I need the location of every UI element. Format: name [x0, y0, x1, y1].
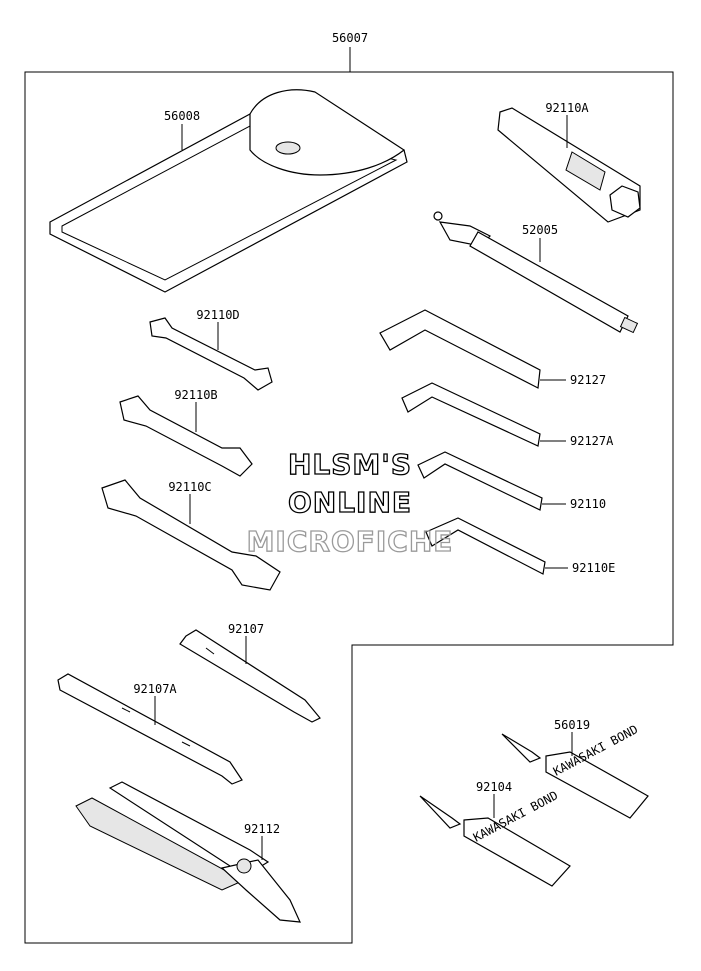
- screwdriver-92107A: [57, 673, 243, 785]
- watermark-line3: MICROFICHE: [247, 525, 454, 558]
- label-92104[interactable]: 92104: [476, 780, 512, 794]
- label-92127[interactable]: 92127: [570, 373, 606, 387]
- open-end-wrench-92110C: [101, 479, 281, 591]
- hex-key-92110E: [425, 517, 546, 575]
- hex-key-92110: [417, 451, 543, 511]
- label-92110E[interactable]: 92110E: [572, 561, 615, 575]
- label-92107[interactable]: 92107: [228, 622, 264, 636]
- label-92110C[interactable]: 92110C: [168, 480, 211, 494]
- hex-key-92127: [379, 309, 541, 389]
- label-92110A[interactable]: 92110A: [545, 101, 589, 115]
- watermark-line2: ONLINE: [288, 486, 412, 519]
- bond-tube-92104: KAWASAKI BOND: [419, 788, 571, 887]
- label-92110D[interactable]: 92110D: [196, 308, 239, 322]
- hex-key-92127A: [401, 382, 541, 447]
- box-wrench: [497, 107, 641, 223]
- assembly-frame: [24, 71, 674, 944]
- watermark-line1: HLSM'S: [288, 448, 412, 481]
- open-end-wrench-92110D: [149, 317, 273, 391]
- spark-plug-handle: [433, 211, 639, 334]
- open-end-wrench-92110B: [119, 395, 253, 477]
- label-92107A[interactable]: 92107A: [133, 682, 177, 696]
- label-56019[interactable]: 56019: [554, 718, 590, 732]
- label-92110B[interactable]: 92110B: [174, 388, 217, 402]
- label-92127A[interactable]: 92127A: [570, 434, 614, 448]
- pliers: [75, 781, 301, 923]
- label-52005[interactable]: 52005: [522, 223, 558, 237]
- label-92112[interactable]: 92112: [244, 822, 280, 836]
- tool-pouch: [49, 89, 408, 293]
- screwdriver-92107: [179, 629, 321, 723]
- label-92110[interactable]: 92110: [570, 497, 606, 511]
- label-56008[interactable]: 56008: [164, 109, 200, 123]
- label-56007[interactable]: 56007: [332, 31, 368, 45]
- watermark: HLSM'S ONLINE MICROFICHE: [246, 447, 454, 558]
